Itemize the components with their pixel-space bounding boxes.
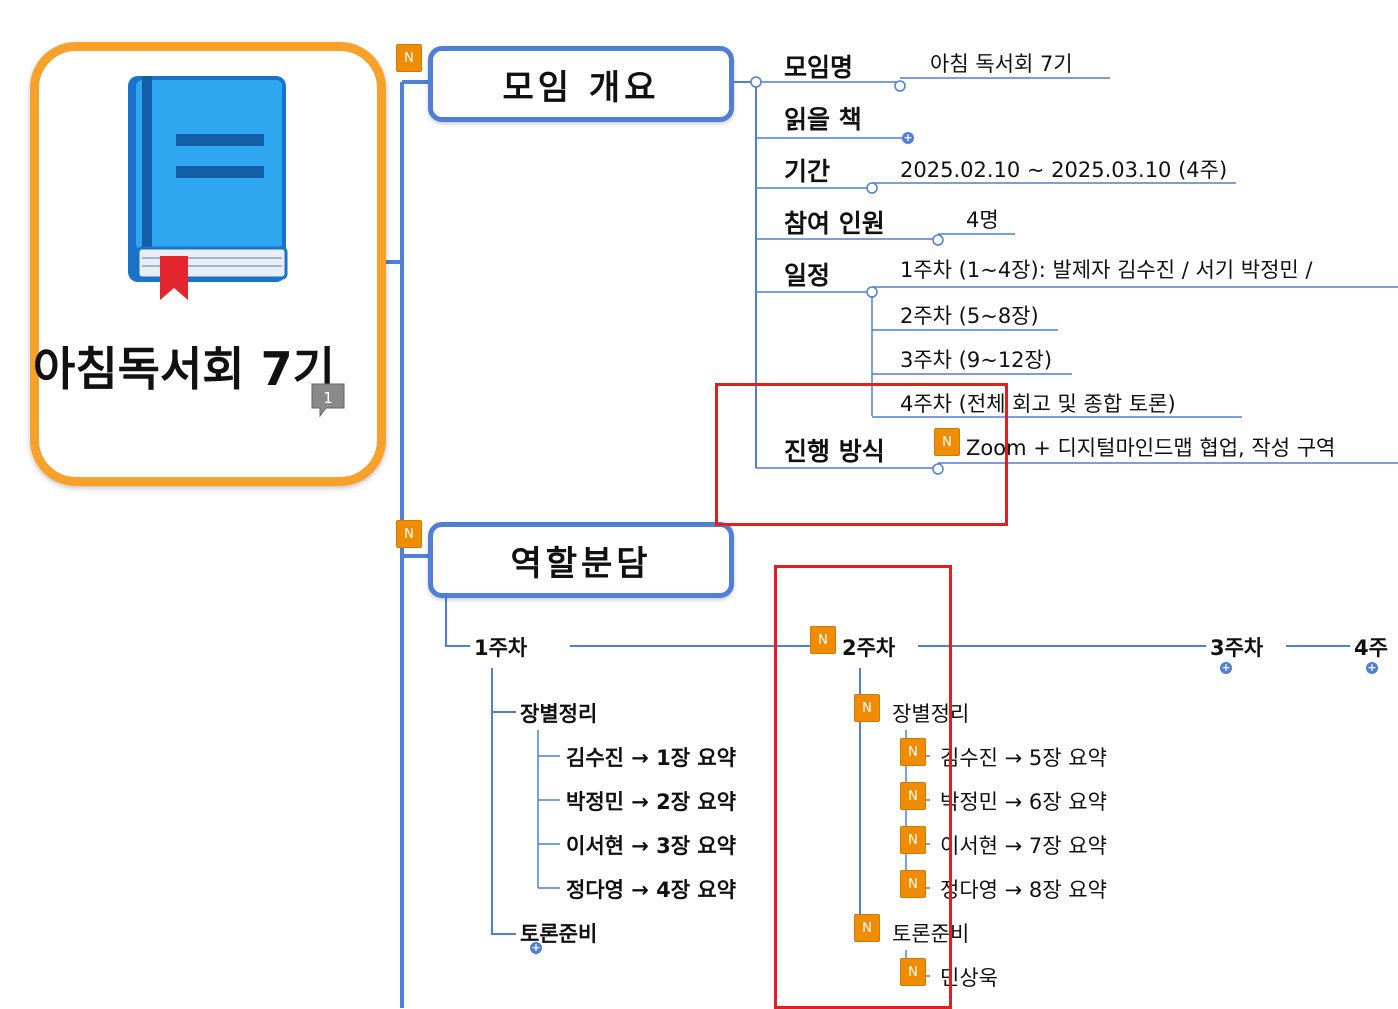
highlight-box [774,565,952,1009]
expand-plus-icon[interactable]: + [1366,661,1378,674]
new-badge-icon: N [810,626,836,654]
item-label-members[interactable]: 참여 인원 [784,209,885,238]
topic-roles[interactable]: 역할분담 [428,522,734,598]
week2-discussion-prep[interactable]: 토론준비 [892,922,970,946]
book-icon [128,76,288,300]
week2-topic[interactable]: 2주차 [842,636,896,660]
week1-item-3[interactable]: 이서현 → 3장 요약 [566,834,737,858]
week2-item-3[interactable]: 이서현 → 7장 요약 [940,834,1107,858]
new-badge-icon: N [854,914,880,942]
comment-count: 1 [323,389,333,407]
item-label-method[interactable]: 진행 방식 [784,437,885,466]
week2-chapter-summary[interactable]: 장별정리 [892,702,970,726]
schedule-week3[interactable]: 3주차 (9~12장) [900,348,1053,372]
week1-chapter-summary[interactable]: 장별정리 [520,702,598,726]
item-value-name[interactable]: 아침 독서회 7기 [930,52,1073,76]
item-label-name[interactable]: 모임명 [784,53,854,82]
expand-plus-icon[interactable]: + [902,131,914,144]
week2-item-2[interactable]: 박정민 → 6장 요약 [940,790,1107,814]
new-badge-icon: N [396,520,422,548]
item-value-method[interactable]: Zoom + 디지털마인드맵 협업, 작성 구역 [966,436,1336,460]
week3-topic[interactable]: 3주차 [1210,636,1264,660]
central-title: 아침독서회 7기 [33,342,335,396]
week1-topic[interactable]: 1주차 [474,636,528,660]
expand-plus-icon[interactable]: + [1220,661,1232,674]
schedule-week1[interactable]: 1주차 (1~4장): 발제자 김수진 / 서기 박정민 / [900,258,1313,282]
new-badge-icon: N [900,782,926,810]
expand-plus-icon[interactable]: + [530,941,542,954]
new-badge-icon: N [934,428,960,456]
week1-item-2[interactable]: 박정민 → 2장 요약 [566,790,737,814]
topic-overview[interactable]: 모임 개요 [428,46,734,122]
week4-topic[interactable]: 4주 [1354,636,1388,660]
week2-item-1[interactable]: 김수진 → 5장 요약 [940,746,1107,770]
highlight-box [715,383,1008,526]
new-badge-icon: N [900,738,926,766]
item-label-book[interactable]: 읽을 책 [784,105,862,134]
week2-item-4[interactable]: 정다영 → 8장 요약 [940,878,1107,902]
schedule-week2[interactable]: 2주차 (5~8장) [900,304,1039,328]
comment-icon[interactable]: 1 [310,382,345,418]
schedule-week4[interactable]: 4주차 (전체 회고 및 종합 토론) [900,392,1176,416]
new-badge-icon: N [900,958,926,986]
week1-item-4[interactable]: 정다영 → 4장 요약 [566,878,737,902]
item-value-period[interactable]: 2025.02.10 ~ 2025.03.10 (4주) [900,158,1228,182]
new-badge-icon: N [900,870,926,898]
new-badge-icon: N [854,694,880,722]
new-badge-icon: N [900,826,926,854]
item-label-schedule[interactable]: 일정 [784,261,831,290]
item-value-members[interactable]: 4명 [966,208,999,232]
week1-item-1[interactable]: 김수진 → 1장 요약 [566,746,737,770]
item-label-period[interactable]: 기간 [784,157,831,186]
new-badge-icon: N [396,44,422,72]
